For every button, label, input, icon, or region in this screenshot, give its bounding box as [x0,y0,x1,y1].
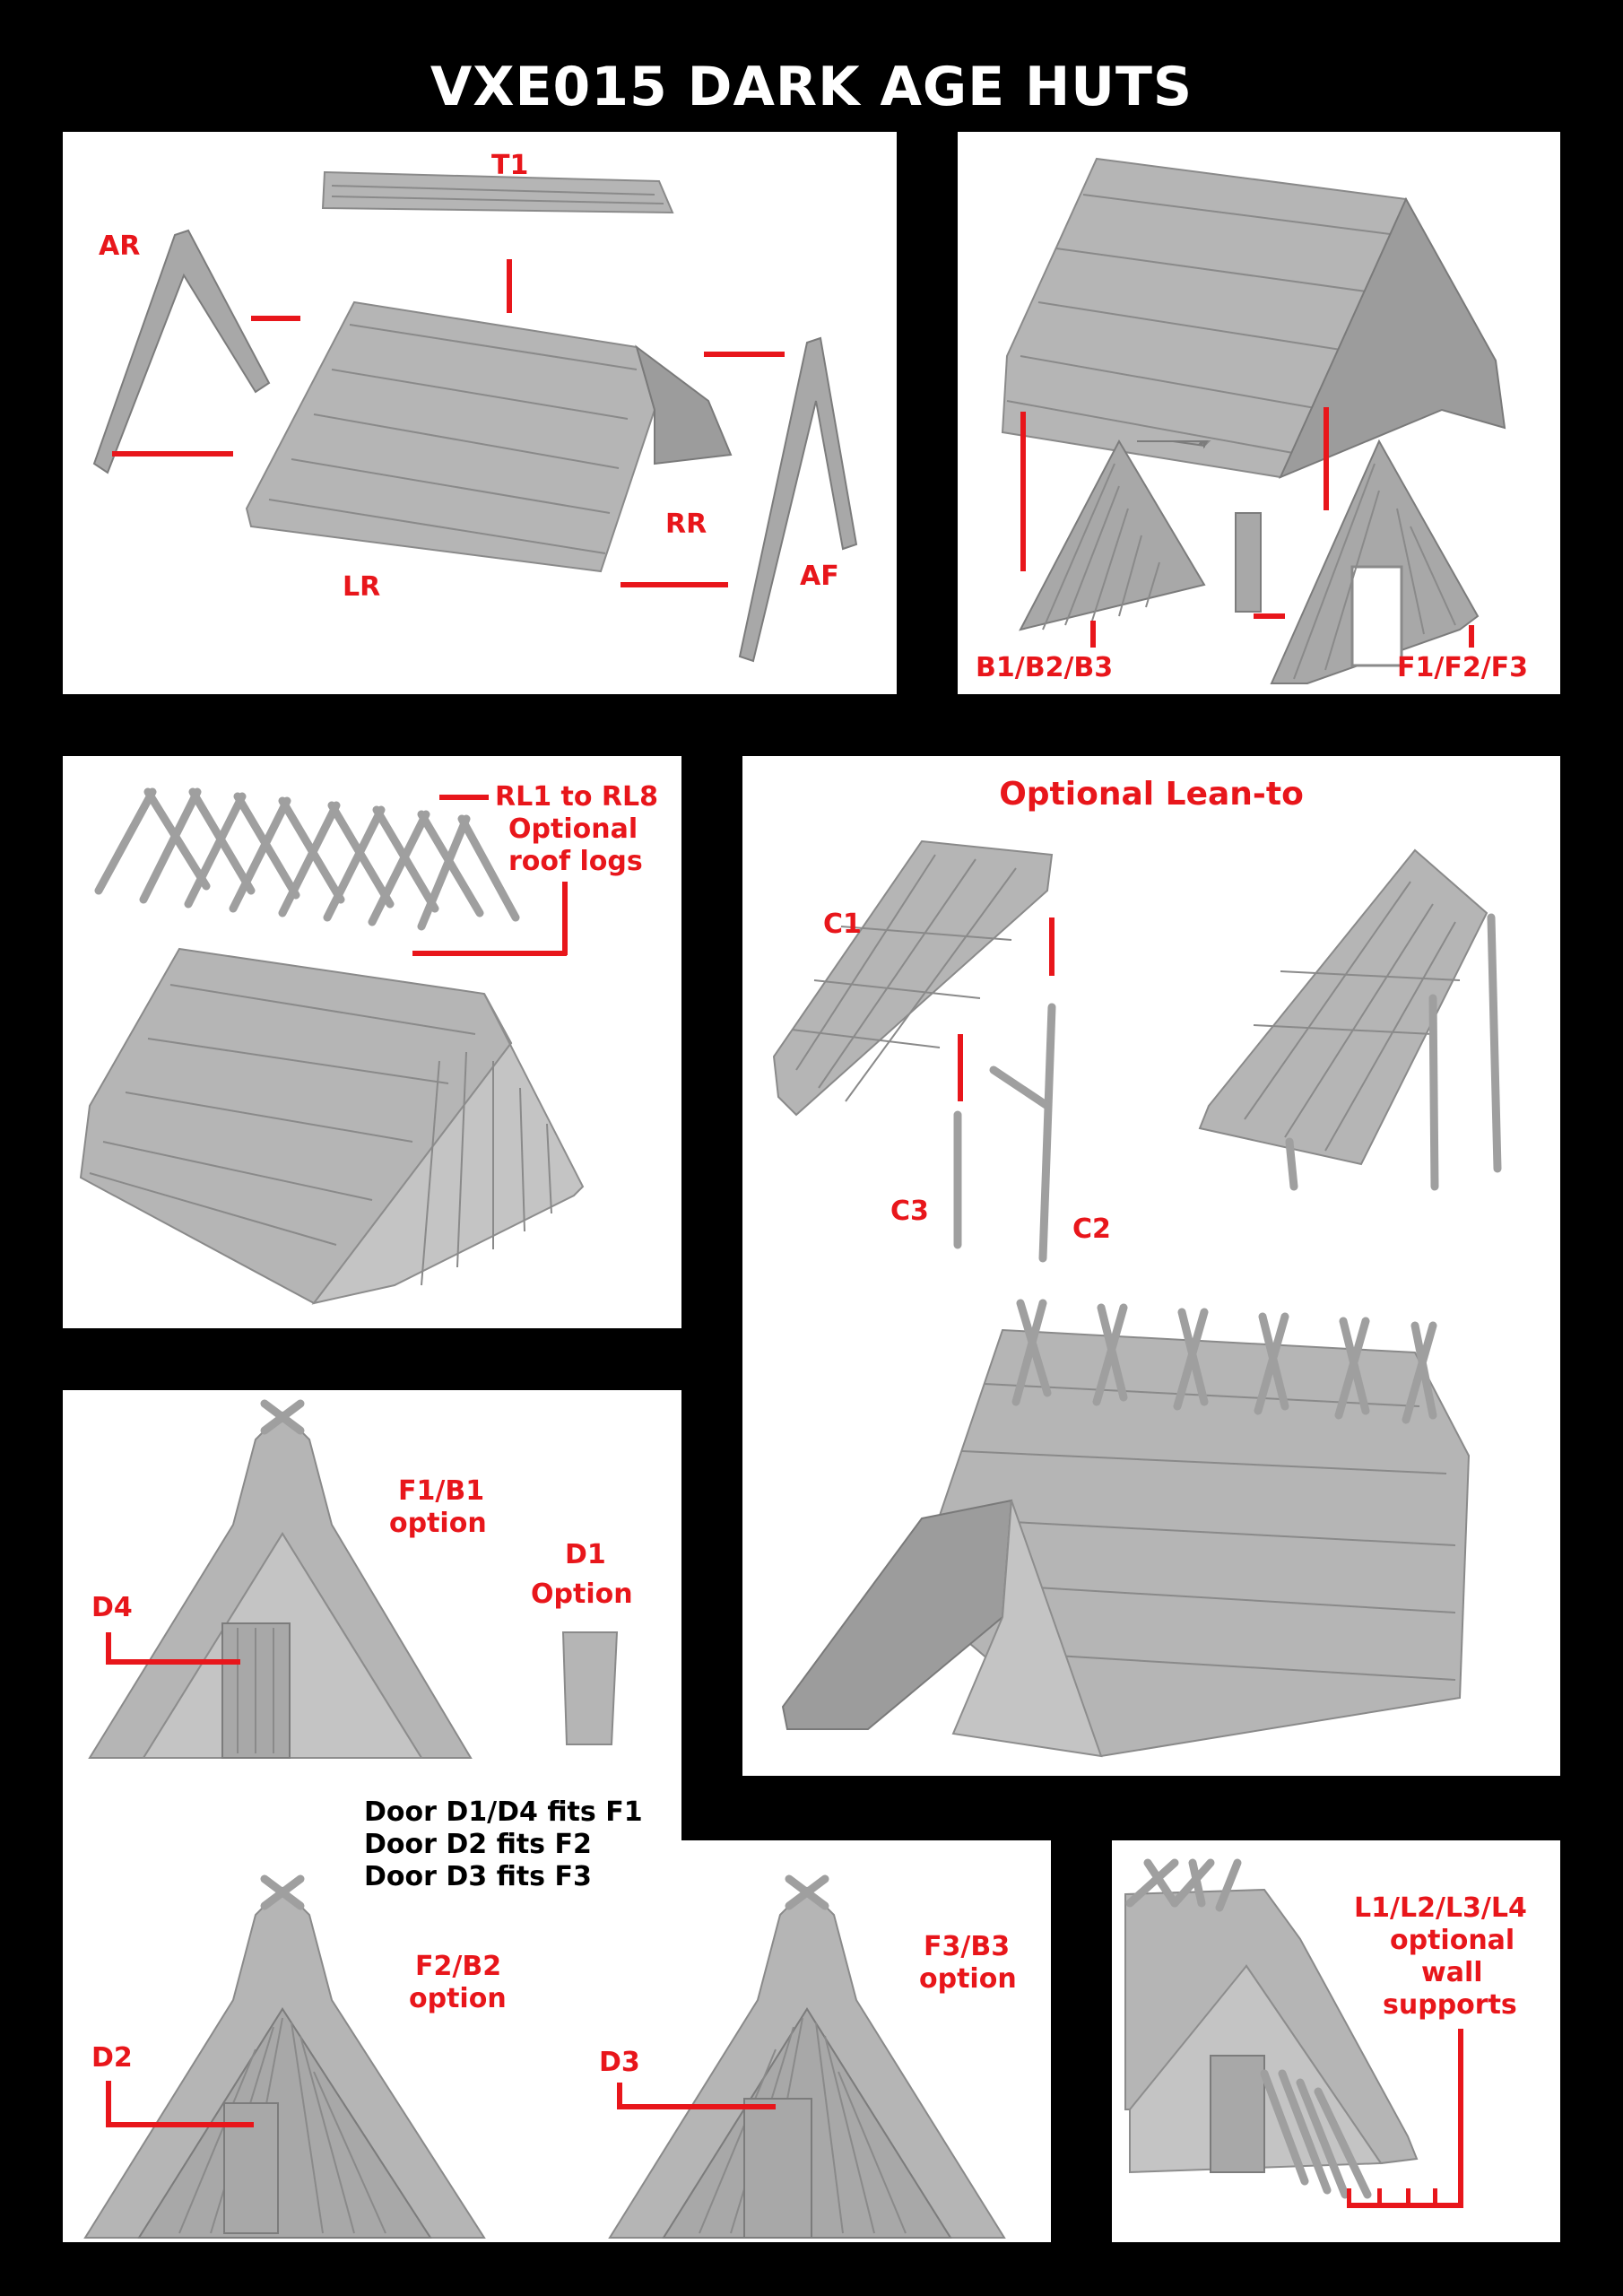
label-b1-b2-b3: B1/B2/B3 [976,652,1114,683]
leader-rl-top [439,795,489,800]
panel-walls: B1/B2/B3 F1/F2/F3 [958,132,1560,694]
leader-f-bottom [1469,625,1474,648]
leader-supports-bottom [1347,2203,1463,2208]
label-f2b2-line1: F2/B2 [415,1951,502,1982]
leader-support-tick-1 [1347,2188,1351,2206]
label-f1b1-line1: F1/B1 [398,1475,485,1507]
leader-d3-vertical [617,2083,622,2109]
label-supports-line4: supports [1383,1989,1517,2021]
leader-c2-top [1049,918,1055,976]
label-d3: D3 [599,2047,640,2078]
leader-f-right [1324,407,1329,510]
leader-d2-horizontal [106,2122,254,2127]
label-supports-line2: optional [1390,1925,1515,1956]
label-ar: AR [99,230,141,262]
label-supports-line3: wall [1421,1957,1483,1988]
leader-d2-vertical [106,2081,111,2127]
fit-note-3: Door D3 fits F3 [364,1861,592,1892]
leader-c3-top [958,1034,963,1101]
label-lr: LR [343,571,381,603]
leader-ar-bottom [112,451,233,457]
fit-note-2: Door D2 fits F2 [364,1829,592,1860]
lean-to-illustration [772,839,1502,1758]
label-f1-f2-f3: F1/F2/F3 [1397,652,1529,683]
label-f2b2-line2: option [409,1983,507,2014]
label-c1: C1 [823,909,862,940]
leader-support-tick-4 [1433,2188,1437,2206]
label-rl-line1: RL1 to RL8 [495,781,659,813]
panel-lean-to: Optional Lean-to C1 C3 C2 [742,756,1560,1776]
label-af: AF [800,561,839,592]
walls-illustration [1001,157,1506,684]
leader-b-bottom [1090,621,1096,648]
page-title: VXE015 DARK AGE HUTS [430,56,1193,118]
label-rl-line3: roof logs [508,846,643,877]
label-c3: C3 [890,1196,929,1227]
label-f3b3-line1: F3/B3 [924,1931,1011,1962]
label-rl-line2: Optional [508,813,638,845]
label-f1b1-line2: option [389,1508,487,1539]
front-options-illustration [83,1399,1006,2239]
leader-door [1254,613,1285,619]
leader-lr [621,582,728,587]
label-t1: T1 [491,150,529,181]
roof-parts-illustration [92,170,858,663]
label-d2: D2 [91,2042,133,2074]
leader-rl-bottom [412,951,567,956]
leader-d4-vertical [106,1632,111,1665]
label-c2: C2 [1072,1213,1111,1245]
leader-b-left [1020,412,1026,571]
leader-d3-horizontal [617,2104,776,2109]
label-supports-line1: L1/L2/L3/L4 [1354,1892,1527,1924]
panel-wall-supports: L1/L2/L3/L4 optional wall supports [1112,1840,1560,2242]
leader-supports-vertical [1458,2029,1463,2208]
label-d1-line2: Option [531,1578,633,1610]
leader-d4-horizontal [106,1659,240,1665]
leader-rl-vertical [562,882,568,955]
label-d1-line1: D1 [565,1539,606,1570]
leader-support-tick-3 [1406,2188,1410,2206]
label-f3b3-line2: option [919,1963,1017,1995]
leader-t1 [507,259,512,313]
panel-roof-logs: RL1 to RL8 Optional roof logs [63,756,681,1328]
fit-note-1: Door D1/D4 fits F1 [364,1796,643,1828]
panel-roof-parts: T1 AR RR LR AF [63,132,897,694]
leader-af-top [704,352,785,357]
lean-to-heading: Optional Lean-to [999,776,1304,813]
leader-ar-top [251,316,300,321]
label-d4: D4 [91,1592,133,1623]
roof-logs-illustration [79,787,585,1305]
wall-supports-illustration [1124,1858,1419,2199]
label-rr: RR [665,509,707,540]
leader-support-tick-2 [1377,2188,1382,2206]
